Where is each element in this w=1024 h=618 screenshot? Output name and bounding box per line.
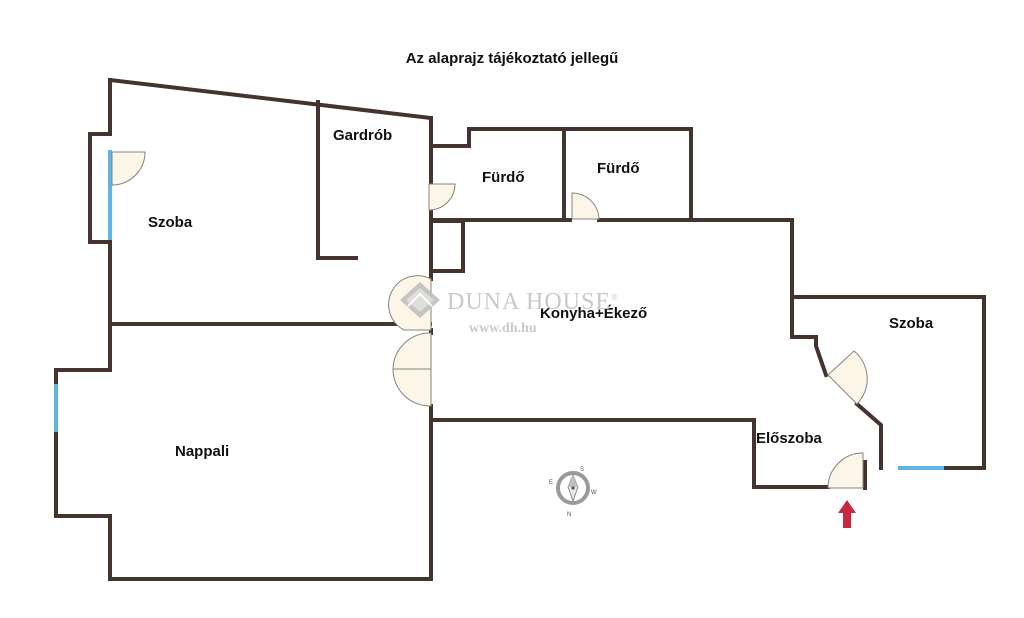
- room-label-szoba-right: Szoba: [889, 315, 934, 332]
- room-label-furdo-2: Fürdő: [597, 160, 640, 177]
- room-label-nappali: Nappali: [175, 443, 230, 460]
- watermark-url: www.dh.hu: [469, 321, 537, 336]
- svg-text:N: N: [567, 512, 571, 518]
- door-double-left: [392, 332, 432, 370]
- duna-house-logo-icon: [400, 282, 440, 318]
- svg-text:E: E: [549, 480, 553, 486]
- svg-text:S: S: [580, 467, 584, 473]
- door-right-bedroom: [827, 350, 868, 405]
- wall-gardrob: [316, 100, 358, 260]
- watermark-brand: DUNA HOUSE®: [447, 289, 619, 316]
- door-gardrob: [428, 183, 456, 211]
- plan-title: Az alaprajz tájékoztató jellegű: [405, 50, 619, 67]
- door-double-right: [392, 368, 432, 407]
- watermark-registered-mark: ®: [611, 292, 619, 302]
- svg-text:W: W: [591, 490, 597, 496]
- wall-outline-left: [54, 77, 830, 581]
- room-label-eloszoba: Előszoba: [756, 430, 822, 447]
- door-bedroom-left: [111, 151, 146, 186]
- room-label-konyha: Konyha+Ékező: [540, 305, 648, 322]
- compass-icon: E W N S: [549, 467, 597, 518]
- room-label-furdo-1: Fürdő: [482, 169, 525, 186]
- wall-kitchen-right: [689, 218, 986, 470]
- watermark-brand-text: DUNA HOUSE: [447, 289, 612, 315]
- room-label-szoba-left: Szoba: [148, 214, 193, 231]
- wall-bathrooms: [429, 127, 693, 222]
- windows: [54, 150, 944, 470]
- wall-bathroom-shaft: [429, 219, 465, 273]
- door-bathroom: [571, 192, 600, 220]
- room-label-gardrob: Gardrób: [333, 127, 393, 144]
- door-entrance: [827, 452, 864, 489]
- entrance-arrow-icon: [838, 500, 856, 528]
- walls: [54, 77, 986, 581]
